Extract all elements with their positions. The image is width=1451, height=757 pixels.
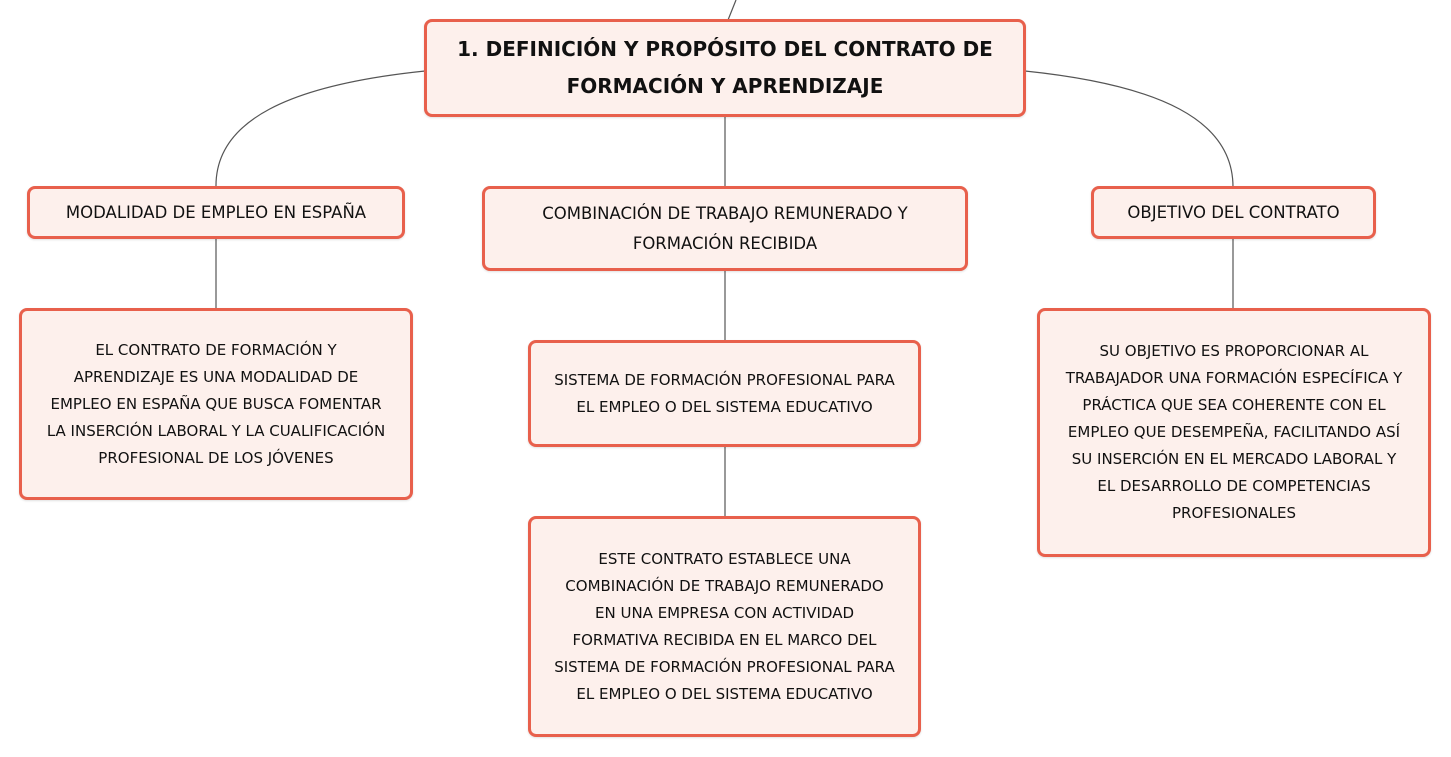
root-topic[interactable]: 1. DEFINICIÓN Y PROPÓSITO DEL CONTRATO D… — [424, 19, 1026, 117]
topic-label: COMBINACIÓN DE TRABAJO REMUNERADO Y FORM… — [542, 203, 908, 253]
subtopic-label: SU OBJETIVO ES PROPORCIONAR AL TRABAJADO… — [1065, 342, 1403, 522]
topic-label: OBJETIVO DEL CONTRATO — [1127, 202, 1340, 222]
topic-modalidad[interactable]: MODALIDAD DE EMPLEO EN ESPAÑA — [27, 186, 405, 239]
connector-root-modalidad — [215, 70, 426, 188]
subtopic-objetivo-detail[interactable]: SU OBJETIVO ES PROPORCIONAR AL TRABAJADO… — [1037, 308, 1431, 557]
topic-combinacion[interactable]: COMBINACIÓN DE TRABAJO REMUNERADO Y FORM… — [482, 186, 968, 271]
subtopic-label: SISTEMA DE FORMACIÓN PROFESIONAL PARA EL… — [554, 370, 895, 416]
topic-objetivo[interactable]: OBJETIVO DEL CONTRATO — [1091, 186, 1376, 239]
subtopic-label: EL CONTRATO DE FORMACIÓN Y APRENDIZAJE E… — [46, 340, 386, 467]
topic-label: MODALIDAD DE EMPLEO EN ESPAÑA — [65, 202, 367, 222]
connector-root-objetivo — [1024, 70, 1234, 188]
root-topic-label: 1. DEFINICIÓN Y PROPÓSITO DEL CONTRATO D… — [457, 37, 993, 98]
subtopic-modalidad-detail[interactable]: EL CONTRATO DE FORMACIÓN Y APRENDIZAJE E… — [19, 308, 413, 500]
subtopic-sistema[interactable]: SISTEMA DE FORMACIÓN PROFESIONAL PARA EL… — [528, 340, 921, 447]
connector-parent-root — [727, 0, 737, 21]
subtopic-combinacion-detail[interactable]: ESTE CONTRATO ESTABLECE UNA COMBINACIÓN … — [528, 516, 921, 737]
subtopic-label: ESTE CONTRATO ESTABLECE UNA COMBINACIÓN … — [554, 549, 895, 703]
